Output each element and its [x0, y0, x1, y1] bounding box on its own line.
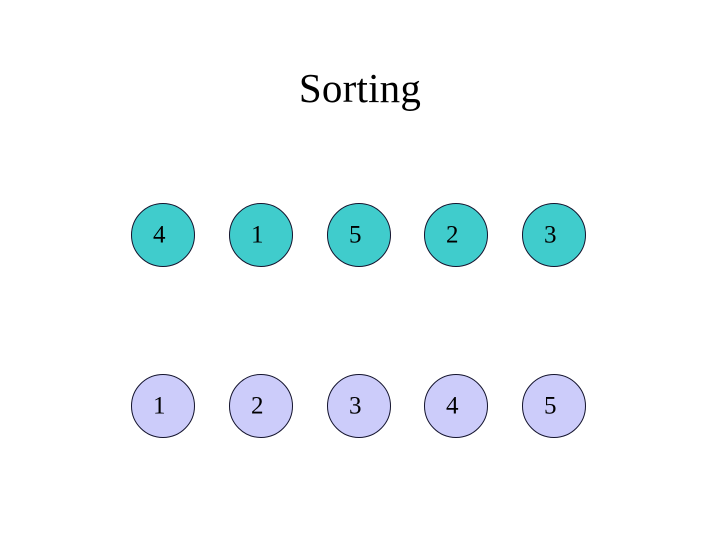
list-item[interactable]: 1: [131, 374, 195, 438]
node-value: 2: [446, 221, 459, 249]
node-value: 3: [349, 392, 362, 420]
node-value: 1: [153, 392, 166, 420]
list-item[interactable]: 3: [522, 203, 586, 267]
node-value: 5: [544, 392, 557, 420]
page-title: Sorting: [298, 65, 422, 111]
node-value: 1: [251, 221, 264, 249]
list-item[interactable]: 4: [131, 203, 195, 267]
node-value: 5: [349, 221, 362, 249]
list-item[interactable]: 2: [229, 374, 293, 438]
node-value: 3: [544, 221, 557, 249]
list-item[interactable]: 5: [522, 374, 586, 438]
list-item[interactable]: 5: [327, 203, 391, 267]
list-item[interactable]: 2: [424, 203, 488, 267]
list-item[interactable]: 1: [229, 203, 293, 267]
unsorted-row: 4 1 5 2 3: [0, 203, 720, 269]
node-value: 4: [153, 221, 166, 249]
list-item[interactable]: 3: [327, 374, 391, 438]
list-item[interactable]: 4: [424, 374, 488, 438]
sorted-row: 1 2 3 4 5: [0, 374, 720, 440]
node-value: 2: [251, 392, 264, 420]
node-value: 4: [446, 392, 459, 420]
